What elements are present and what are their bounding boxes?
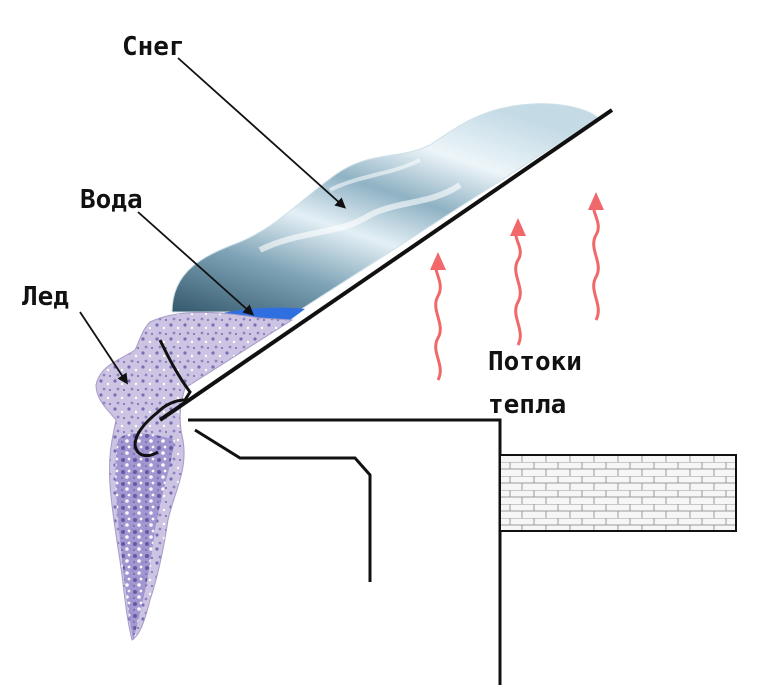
icicle (115, 433, 175, 640)
snow-leader-line (177, 57, 347, 209)
heat-arrow (434, 260, 442, 381)
ice-leader-line (79, 311, 128, 385)
label-heat-line2: тепла (488, 390, 566, 420)
heat-arrow-head (588, 192, 604, 210)
snow-swirl (258, 182, 462, 253)
soffit-outline (194, 428, 372, 582)
label-heat-line1: Потоки (488, 347, 582, 377)
heat-arrow (592, 200, 600, 321)
gutter (133, 339, 192, 458)
heat-arrow-head (430, 252, 446, 270)
label-ice: Лед (22, 282, 69, 312)
label-snow: Снег (122, 32, 185, 62)
water-leader-line (137, 211, 255, 316)
eave-outline (188, 418, 502, 685)
brick-wall (499, 454, 737, 532)
heat-arrow (514, 226, 522, 346)
roof-line (158, 108, 614, 422)
heat-arrow-head (510, 218, 526, 236)
label-water: Вода (80, 185, 143, 215)
heat-arrows (434, 200, 600, 381)
snow-swirl (329, 158, 421, 192)
